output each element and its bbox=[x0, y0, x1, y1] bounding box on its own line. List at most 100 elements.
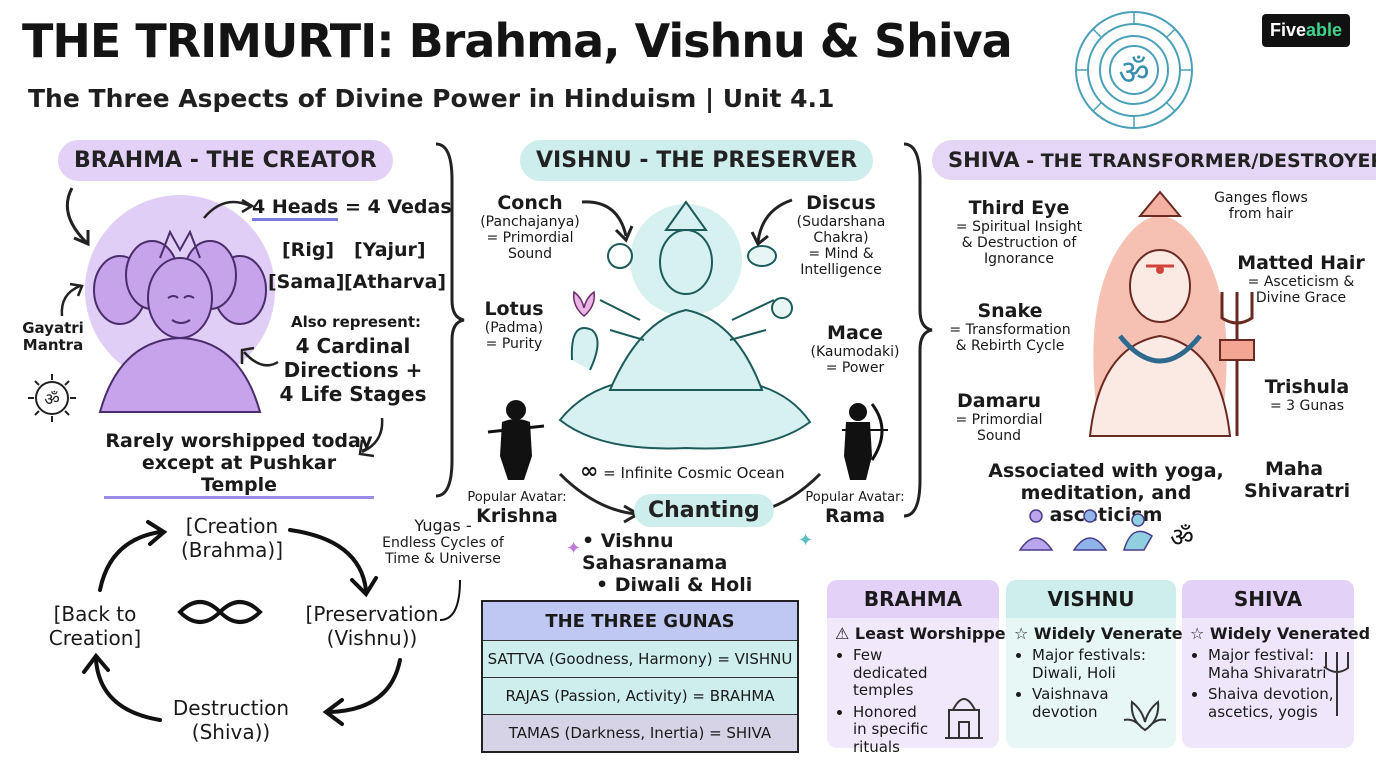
chanting-list: • Vishnu Sahasranama • Diwali & Holi bbox=[582, 530, 822, 596]
ocean-label: ∞ = Infinite Cosmic Ocean bbox=[580, 459, 785, 484]
card-brahma-status: ⚠ Least Worshipped bbox=[835, 624, 1018, 643]
brahma-heads-label: 4 Heads = 4 Vedas bbox=[252, 196, 452, 221]
lotus-label: Lotus (Padma) = Purity bbox=[474, 298, 554, 352]
list-item: Shaiva devotion, ascetics, yogis bbox=[1208, 685, 1338, 721]
card-shiva-status: ☆ Widely Venerated bbox=[1190, 624, 1371, 643]
krishna-silhouette bbox=[487, 400, 545, 480]
brahma-heading: BRAHMA - THE CREATOR bbox=[58, 140, 393, 181]
brace-divider-left bbox=[435, 142, 465, 498]
chanting-item-2: • Diwali & Holi bbox=[596, 574, 753, 596]
trishula-line-1: Trishula bbox=[1264, 376, 1350, 398]
arrow-to-brahma bbox=[65, 187, 90, 247]
damaru-line-2: = Primordial bbox=[955, 412, 1043, 428]
conch-line-1: Conch bbox=[497, 192, 563, 214]
avatar-left-line-2: Krishna bbox=[476, 505, 558, 527]
mace-line-1: Mace bbox=[827, 322, 883, 344]
trishula-label: Trishula = 3 Gunas bbox=[1262, 376, 1352, 414]
ganges-line-1: Ganges flows bbox=[1214, 190, 1308, 206]
shiva-heading-name: SHIVA bbox=[948, 148, 1020, 172]
brahma-also-line-3: 4 Life Stages bbox=[279, 382, 427, 406]
snake-line-2: = Transformation bbox=[949, 322, 1071, 338]
list-item: Vaishnava devotion bbox=[1032, 685, 1120, 721]
brahma-heads-left: 4 Heads bbox=[252, 196, 339, 221]
brand-prefix: Five bbox=[1270, 20, 1307, 40]
snake-line-3: & Rebirth Cycle bbox=[955, 338, 1065, 354]
damaru-label: Damaru = Primordial Sound bbox=[944, 390, 1054, 444]
veda-yajur: [Yajur] bbox=[354, 239, 426, 261]
yugas-line-2: Endless Cycles of bbox=[382, 535, 504, 551]
list-item: Few dedicated temples bbox=[853, 646, 953, 700]
vishnu-heading: VISHNU - THE PRESERVER bbox=[520, 140, 874, 181]
brahma-heads-right: = 4 Vedas bbox=[338, 196, 452, 218]
page-subtitle: The Three Aspects of Divine Power in Hin… bbox=[28, 84, 835, 113]
conch-line-4: Sound bbox=[507, 246, 553, 262]
discus-line-1: Discus bbox=[806, 192, 876, 214]
conch-line-2: (Panchajanya) bbox=[480, 214, 580, 230]
svg-text:ॐ: ॐ bbox=[44, 390, 60, 410]
damaru-line-1: Damaru bbox=[956, 390, 1042, 412]
lotus-line-2: (Padma) bbox=[484, 320, 544, 336]
back-line-2: Creation] bbox=[48, 626, 142, 650]
destruction-line-1: Destruction bbox=[172, 696, 290, 720]
card-shiva-list: Major festival: Maha Shivaratri Shaiva d… bbox=[1182, 646, 1354, 721]
sparkle-icon: ✦ bbox=[566, 538, 582, 558]
avatar-left-line-1: Popular Avatar: bbox=[467, 490, 567, 505]
shiva-heading: SHIVA - THE TRANSFORMER/DESTROYER bbox=[932, 140, 1376, 180]
lotus-line-1: Lotus bbox=[484, 298, 544, 320]
svg-text:ॐ: ॐ bbox=[1170, 523, 1194, 553]
yoga-line-1: Associated with yoga, bbox=[988, 460, 1224, 482]
preservation-line-1: [Preservation bbox=[305, 602, 439, 626]
yoga-icons: ॐ bbox=[1018, 509, 1194, 553]
brahma-also-label: Also represent: bbox=[290, 313, 422, 331]
discus-line-3: Chakra) bbox=[813, 230, 869, 246]
gayatri-label: Gayatri Mantra bbox=[18, 319, 88, 355]
gunas-table: THE THREE GUNAS SATTVA (Goodness, Harmon… bbox=[481, 600, 799, 753]
discus-label: Discus (Sudarshana Chakra) = Mind & Inte… bbox=[786, 192, 896, 278]
list-item: Major festival: Maha Shivaratri bbox=[1208, 646, 1330, 682]
snake-label: Snake = Transformation & Rebirth Cycle bbox=[940, 300, 1080, 354]
third-eye-line-4: Ignorance bbox=[984, 251, 1054, 267]
avatar-right-line-2: Rama bbox=[824, 505, 886, 527]
arrow-discus bbox=[750, 198, 793, 247]
arrow-to-note bbox=[358, 417, 384, 458]
preservation-line-2: (Vishnu)) bbox=[326, 626, 418, 650]
brahma-note: Rarely worshipped today except at Pushka… bbox=[104, 430, 374, 499]
creation-line-1: [Creation bbox=[185, 514, 279, 538]
discus-line-4: = Mind & bbox=[808, 246, 874, 262]
brace-divider-right bbox=[903, 142, 933, 518]
cycle-creation: [Creation (Brahma)] bbox=[172, 514, 292, 562]
brahma-also-line-1: 4 Cardinal bbox=[295, 334, 411, 358]
yugas-label: Yugas - Endless Cycles of Time & Univers… bbox=[378, 516, 508, 567]
sparkle-icon: ✦ bbox=[798, 530, 814, 550]
avatar-left: Popular Avatar: Krishna bbox=[462, 490, 572, 527]
list-item: Major festivals: Diwali, Holi bbox=[1032, 646, 1160, 682]
creation-line-2: (Brahma)] bbox=[180, 538, 284, 562]
ocean-text: = Infinite Cosmic Ocean bbox=[603, 464, 785, 482]
ganges-line-2: from hair bbox=[1228, 206, 1294, 222]
card-vishnu-list: Major festivals: Diwali, Holi Vaishnava … bbox=[1006, 646, 1176, 721]
ganges-label: Ganges flows from hair bbox=[1206, 190, 1316, 222]
festival-line-2: Shivaratri bbox=[1244, 480, 1351, 502]
conch-line-3: = Primordial bbox=[486, 230, 574, 246]
matted-line-3: Divine Grace bbox=[1255, 290, 1347, 306]
arrow-gayatri bbox=[60, 282, 84, 317]
gayatri-line-1: Gayatri bbox=[22, 319, 84, 337]
matted-line-2: = Asceticism & bbox=[1247, 274, 1355, 290]
brand-suffix: able bbox=[1306, 20, 1343, 40]
destruction-line-2: (Shiva)) bbox=[191, 720, 271, 744]
brahma-also-block: 4 Cardinal Directions + 4 Life Stages bbox=[278, 334, 428, 406]
svg-text:ॐ: ॐ bbox=[1118, 53, 1149, 93]
matted-line-1: Matted Hair bbox=[1237, 252, 1365, 274]
brahma-figure bbox=[85, 195, 275, 413]
brand-logo[interactable]: Fiveable bbox=[1262, 14, 1351, 47]
yugas-line-1: Yugas - bbox=[414, 516, 472, 535]
conch-label: Conch (Panchajanya) = Primordial Sound bbox=[470, 192, 590, 262]
festival-line-1: Maha bbox=[1264, 458, 1324, 480]
card-shiva: SHIVA ☆ Widely Venerated Major festival:… bbox=[1182, 580, 1371, 748]
snake-line-1: Snake bbox=[977, 300, 1043, 322]
cycle-preservation: [Preservation (Vishnu)) bbox=[292, 602, 452, 650]
trishula-icon bbox=[1325, 652, 1349, 716]
third-eye-line-3: & Destruction of bbox=[961, 235, 1077, 251]
third-eye-line-1: Third Eye bbox=[968, 197, 1070, 219]
cycle-destruction: Destruction (Shiva)) bbox=[166, 696, 296, 744]
